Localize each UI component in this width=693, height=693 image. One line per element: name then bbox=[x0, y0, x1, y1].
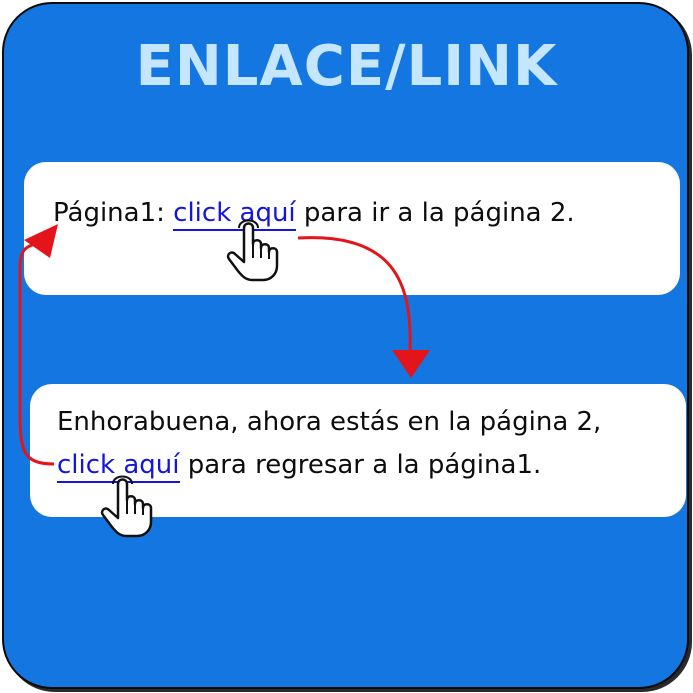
hand-pointer-icon bbox=[100, 475, 153, 538]
page-2-suffix: para regresar a la página1. bbox=[179, 450, 542, 480]
diagram-title: ENLACE/LINK bbox=[135, 34, 558, 99]
arrow-to-page-1-head bbox=[24, 224, 58, 258]
page-1-suffix: para ir a la página 2. bbox=[295, 198, 575, 228]
arrow-to-page-2-head bbox=[392, 350, 430, 378]
page-2-card bbox=[30, 384, 686, 517]
page-2-message: Enhorabuena, ahora estás en la página 2, bbox=[57, 407, 602, 437]
arrow-to-page-1 bbox=[18, 242, 55, 466]
arrow-to-page-2 bbox=[297, 236, 412, 353]
page-1-text: Página1: click aquí para ir a la página … bbox=[53, 196, 575, 231]
page-1-link[interactable]: click aquí bbox=[173, 198, 296, 231]
hand-pointer-icon bbox=[226, 219, 279, 282]
page-1-card bbox=[24, 162, 680, 295]
page-2-link[interactable]: click aquí bbox=[57, 450, 180, 483]
page-2-link-line: click aquí para regresar a la página1. bbox=[57, 448, 542, 483]
page-1-prefix: Página1: bbox=[53, 198, 174, 228]
